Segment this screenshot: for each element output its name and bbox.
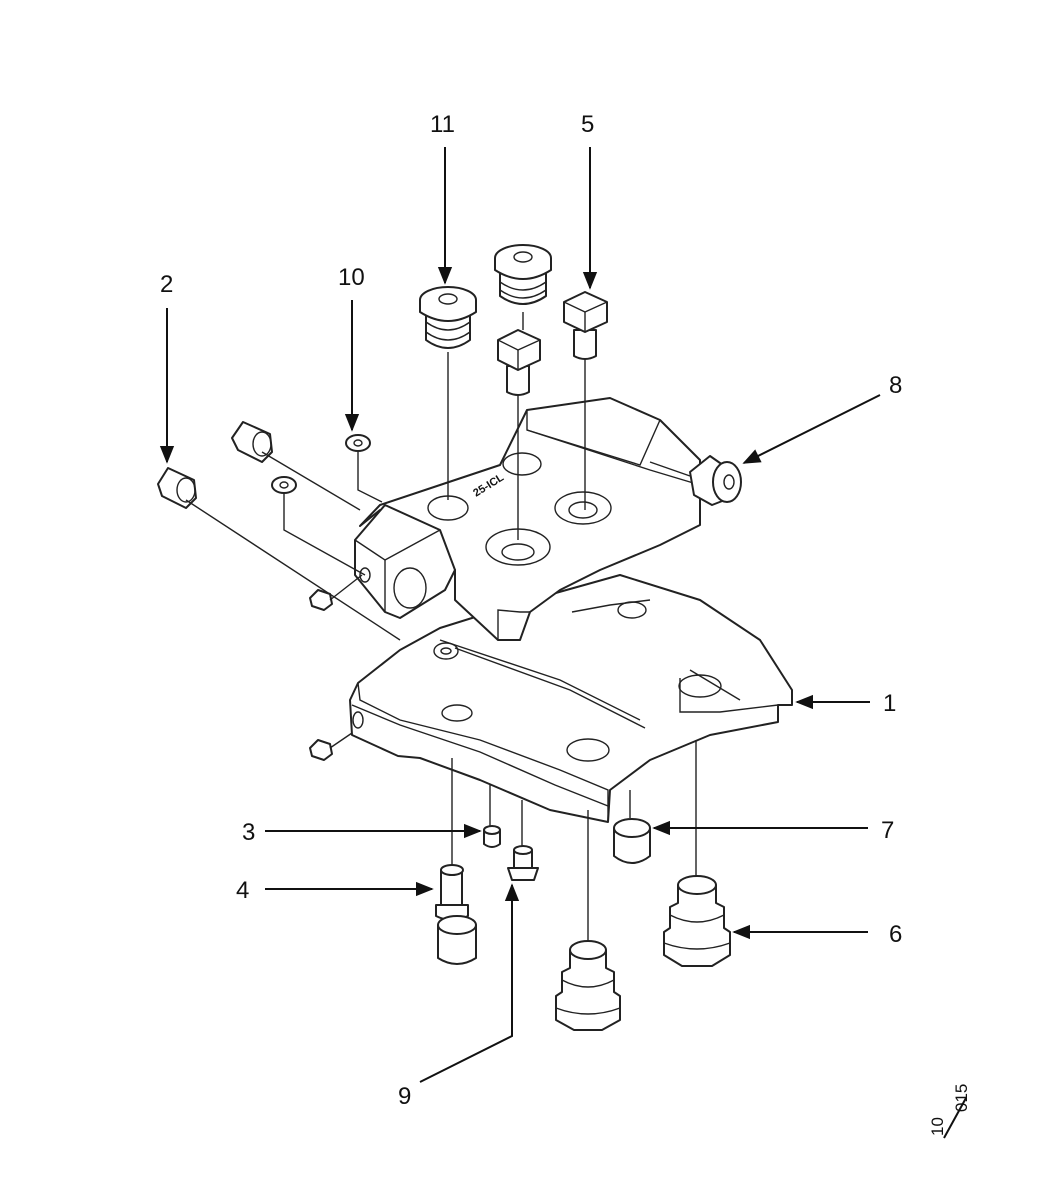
- callout-4: 4: [236, 877, 249, 904]
- coupling-part-6: [663, 875, 731, 967]
- leader-8: [742, 394, 881, 464]
- sleeve-part-7: [613, 818, 651, 864]
- callout-11: 11: [430, 111, 455, 138]
- callout-10: 10: [338, 264, 365, 291]
- drawing-number-top: 10: [928, 1117, 947, 1136]
- upper-plate: 25-ICL: [359, 397, 701, 641]
- explode-center-lines: [185, 312, 697, 945]
- leader-9: [419, 883, 520, 1083]
- drawing-number: 10 015: [928, 1084, 971, 1139]
- drawing-number-slash: [943, 1097, 967, 1139]
- callout-1: 1: [883, 690, 896, 717]
- hex-fitting-middle: [497, 329, 541, 396]
- side-clamp-block: [354, 504, 456, 619]
- side-plug-part-8: [689, 455, 742, 506]
- bolt-part-4: [435, 864, 477, 965]
- pin-part-2: [157, 421, 273, 509]
- callout-5: 5: [581, 111, 594, 138]
- screw-part-9: [507, 845, 539, 881]
- washer-part-10: [271, 434, 371, 494]
- set-screws-left: [309, 589, 333, 761]
- coupling-bottom-middle: [555, 940, 621, 1031]
- drawing-number-bottom: 015: [952, 1084, 971, 1112]
- callout-labels: 1 2 3 4 5 6 7 8 9 10 11: [160, 111, 902, 1110]
- callout-2: 2: [160, 271, 173, 298]
- plug-part-11: [419, 286, 477, 349]
- pin-part-3: [483, 825, 501, 848]
- callout-6: 6: [889, 921, 902, 948]
- callout-8: 8: [889, 372, 902, 399]
- hex-fitting-part-5: [563, 291, 608, 360]
- base-plate: [349, 574, 793, 823]
- callout-leaders: [159, 147, 881, 1083]
- plug-upper-middle: [494, 244, 552, 305]
- callout-9: 9: [398, 1083, 411, 1110]
- callout-3: 3: [242, 819, 255, 846]
- callout-7: 7: [881, 817, 894, 844]
